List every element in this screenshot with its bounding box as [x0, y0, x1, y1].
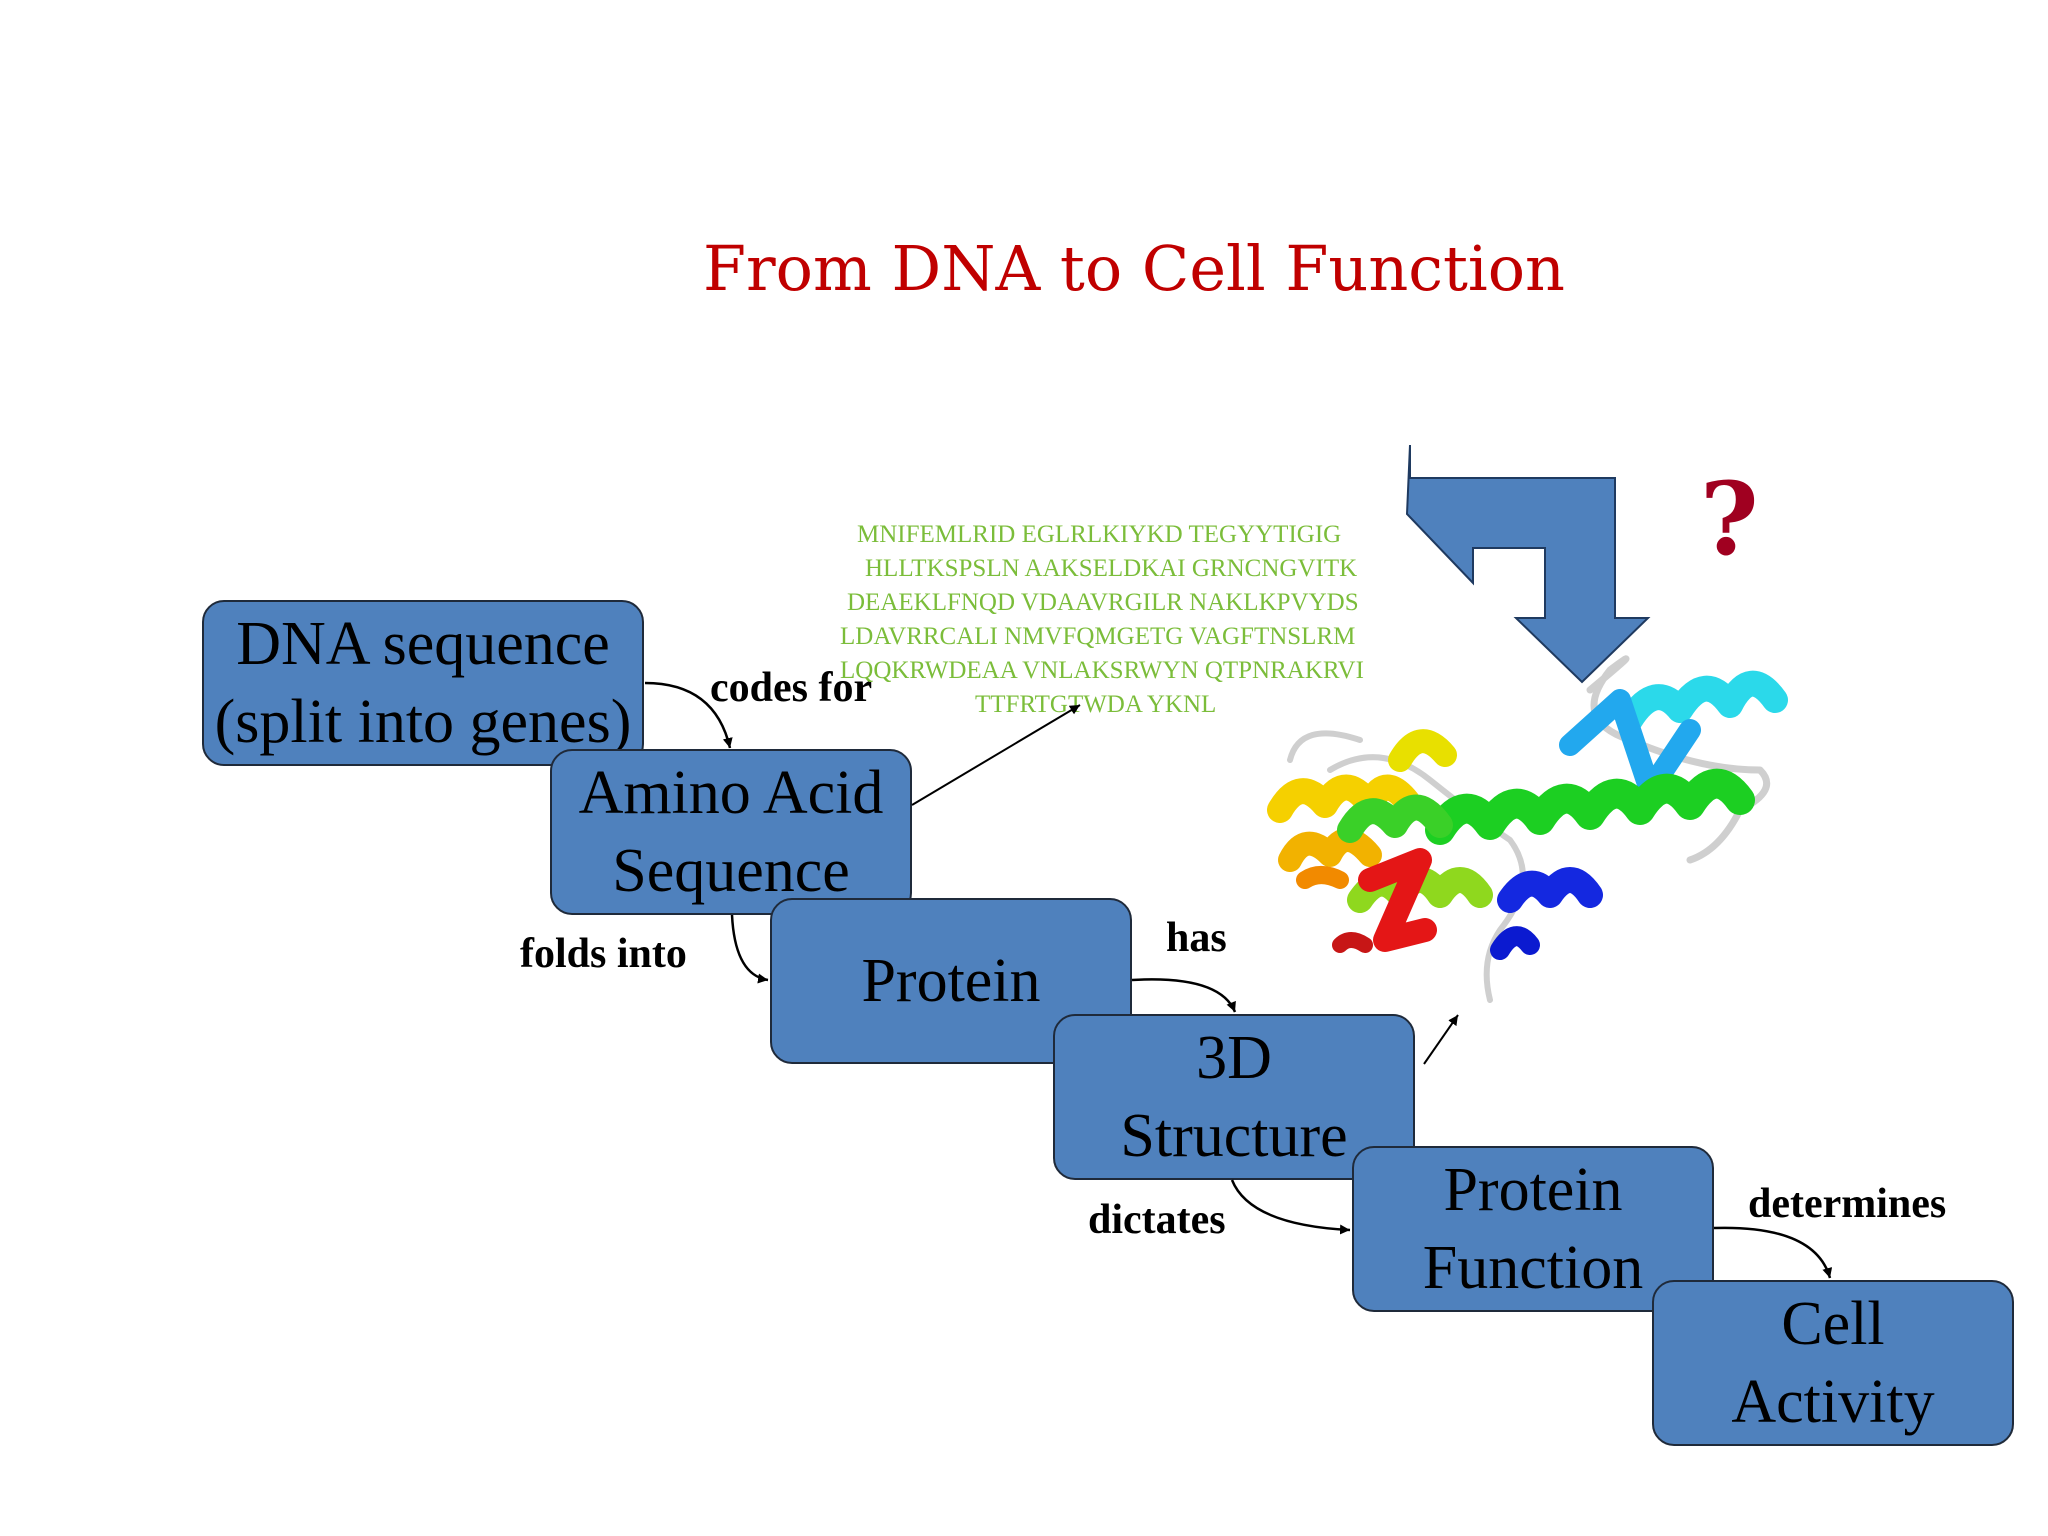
- sequence-line-2: HLLTKSPSLN AAKSELDKAI GRNCNGVITK: [865, 555, 1358, 582]
- amino-acid-sequence-box: Amino Acid Sequence: [550, 749, 912, 915]
- structure-box-line2: Structure: [1120, 1102, 1348, 1170]
- big-blue-arrow: [1405, 444, 1651, 684]
- dna-sequence-box: DNA sequence (split into genes): [202, 600, 644, 766]
- has-label: has: [1166, 915, 1227, 961]
- cell-box-line2: Activity: [1731, 1368, 1935, 1436]
- protein-3d-illustration: [1267, 655, 1788, 1003]
- question-mark: ?: [1700, 460, 1759, 578]
- sequence-line-3: DEAEKLFNQD VDAAVRGILR NAKLKPVYDS: [847, 589, 1359, 616]
- dna-box-line2: (split into genes): [214, 688, 632, 756]
- function-box-line2: Function: [1422, 1234, 1644, 1302]
- arrow-to-sequence: [911, 704, 1081, 806]
- arrow-determines: [1713, 1226, 1833, 1279]
- function-box-line1: Protein: [1443, 1156, 1623, 1224]
- codes-for-label: codes for: [710, 665, 873, 711]
- amino-box-line1: Amino Acid: [578, 759, 884, 827]
- sequence-line-5: LQQKRWDEAA VNLAKSRWYN QTPNRAKRVI: [840, 657, 1364, 684]
- sequence-line-1: MNIFEMLRID EGLRLKIYKD TEGYYTIGIG: [857, 521, 1342, 548]
- protein-box-line1: Protein: [861, 947, 1041, 1015]
- dictates-label: dictates: [1088, 1197, 1226, 1243]
- structure-box-line1: 3D: [1196, 1024, 1272, 1092]
- sequence-line-6: TTFRTGTWDA YKNL: [975, 691, 1217, 718]
- dna-box-line1: DNA sequence: [236, 610, 610, 678]
- sequence-line-4: LDAVRRCALI NMVFQMGETG VAGFTNSLRM: [840, 623, 1356, 650]
- arrow-has: [1131, 978, 1237, 1013]
- folds-into-label: folds into: [520, 931, 687, 977]
- determines-label: determines: [1748, 1181, 1947, 1227]
- amino-box-line2: Sequence: [612, 837, 850, 905]
- arrow-dictates: [1230, 1179, 1351, 1235]
- arrow-folds-into: [730, 914, 769, 984]
- protein-function-box: Protein Function: [1352, 1146, 1714, 1312]
- slide-title: From DNA to Cell Function: [703, 232, 1565, 305]
- arrow-to-structure: [1423, 1014, 1459, 1065]
- cell-box-line1: Cell: [1781, 1290, 1885, 1358]
- cell-activity-box: Cell Activity: [1652, 1280, 2014, 1446]
- arrow-codes-for: [644, 681, 733, 749]
- 3d-structure-box: 3D Structure: [1053, 1014, 1415, 1180]
